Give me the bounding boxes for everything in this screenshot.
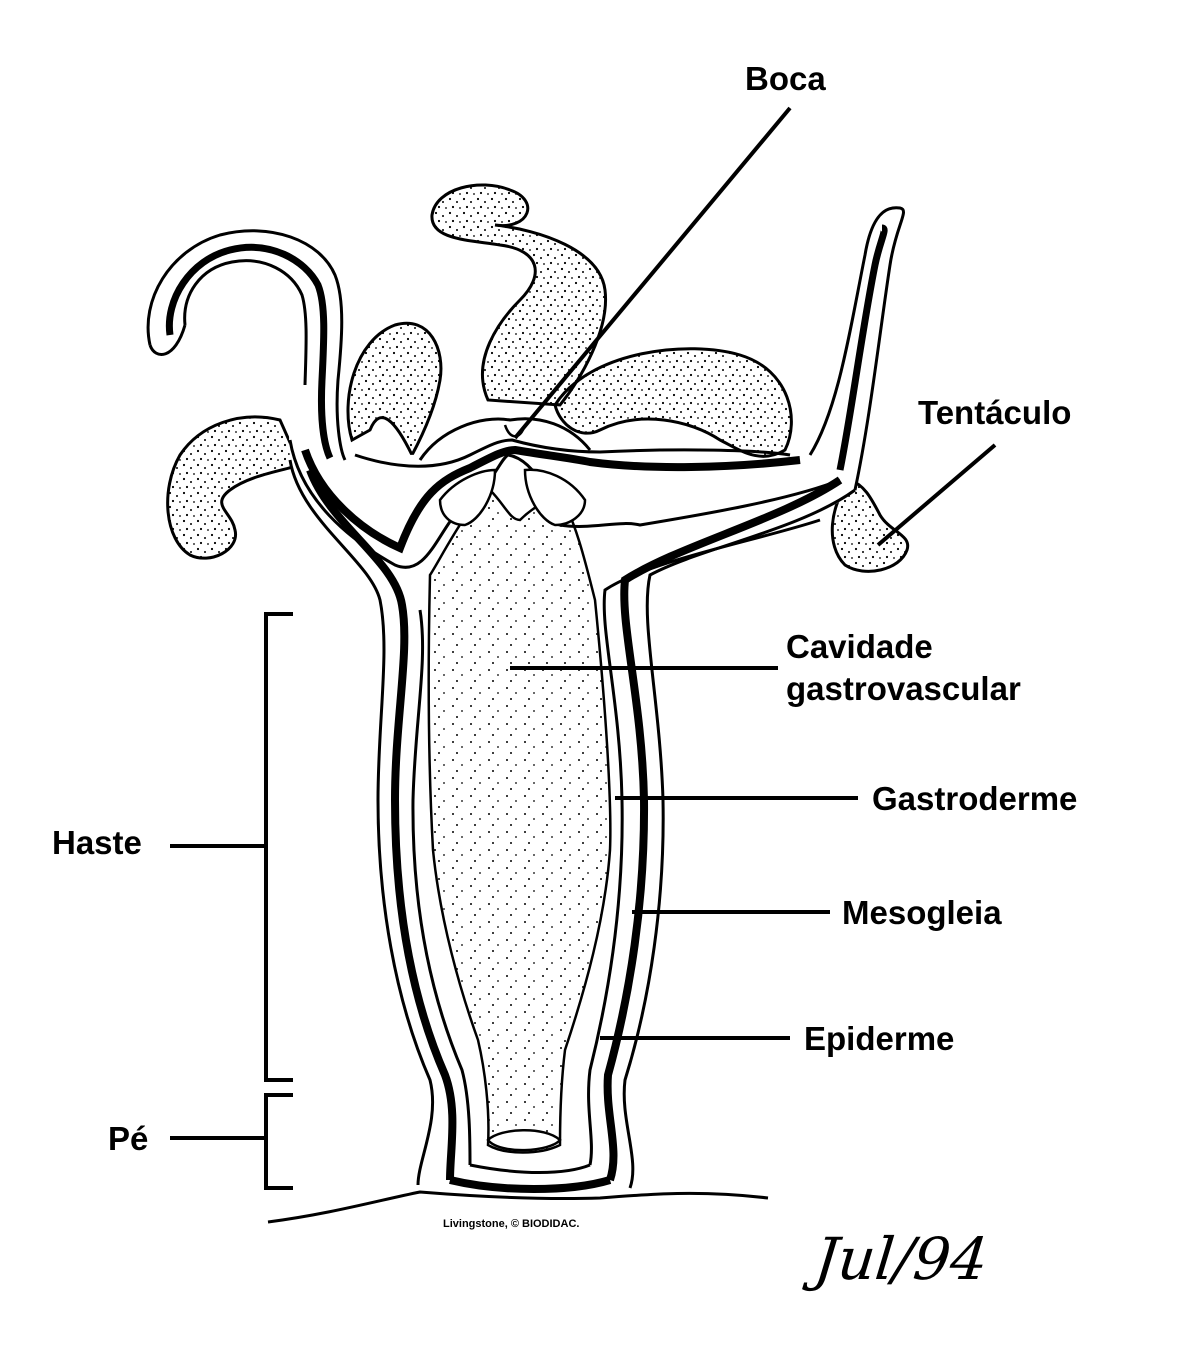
tentacle-stippled-right [553, 347, 793, 458]
hypostome-mesoglea [301, 445, 801, 554]
substrate-line [267, 1190, 769, 1224]
label-haste: Haste [52, 824, 142, 861]
body-left-mesoglea [306, 468, 457, 1181]
label-tentaculo: Tentáculo [918, 394, 1072, 431]
tentacle-stippled-farleft [166, 415, 303, 560]
gastrovascular-cavity [427, 488, 612, 1154]
leader-tentaculo [876, 443, 997, 547]
cavity-base-ellipse [486, 1129, 562, 1152]
left-curl-inner [183, 259, 308, 386]
hypostome-outer [288, 439, 841, 569]
label-gastroderme: Gastroderme [872, 780, 1078, 817]
bracket-haste [264, 612, 293, 1082]
label-pe: Pé [108, 1120, 149, 1157]
mouth-dome [418, 417, 592, 461]
right-tentacle-outer [808, 206, 905, 491]
gastroderm-flap-left [438, 468, 497, 527]
label-mesogleia: Mesogleia [842, 894, 1002, 931]
tentacle-stippled-left [346, 321, 443, 459]
foot-mesoglea [449, 1176, 612, 1193]
label-cavidade-line1: Cavidade [786, 628, 933, 665]
body-left-epidermis [288, 459, 435, 1186]
label-boca: Boca [745, 60, 826, 97]
bracket-pe [264, 1093, 293, 1190]
left-curl-mid [165, 243, 334, 460]
tentacle-stippled-farright [830, 478, 910, 573]
handwritten-date-signature: Jul/94 [811, 1225, 992, 1293]
label-epiderme: Epiderme [804, 1020, 955, 1057]
credit-text: Livingstone, © BIODIDAC. [443, 1218, 580, 1230]
leader-boca [513, 106, 792, 440]
hypostome-inner [354, 438, 791, 468]
right-tentacle-mid [836, 224, 888, 471]
foot-inner [469, 1163, 591, 1174]
left-curl-outer [146, 229, 347, 461]
gastroderm-flap-right [523, 468, 587, 527]
body-right-mesoglea [603, 476, 843, 1182]
left-curl-tip [148, 324, 187, 356]
tentacle-stippled-center [430, 183, 608, 407]
body-left-gastroderm [411, 609, 472, 1166]
body-right-gastroderm [587, 518, 821, 1166]
label-cavidade-line2: gastrovascular [786, 670, 1021, 707]
